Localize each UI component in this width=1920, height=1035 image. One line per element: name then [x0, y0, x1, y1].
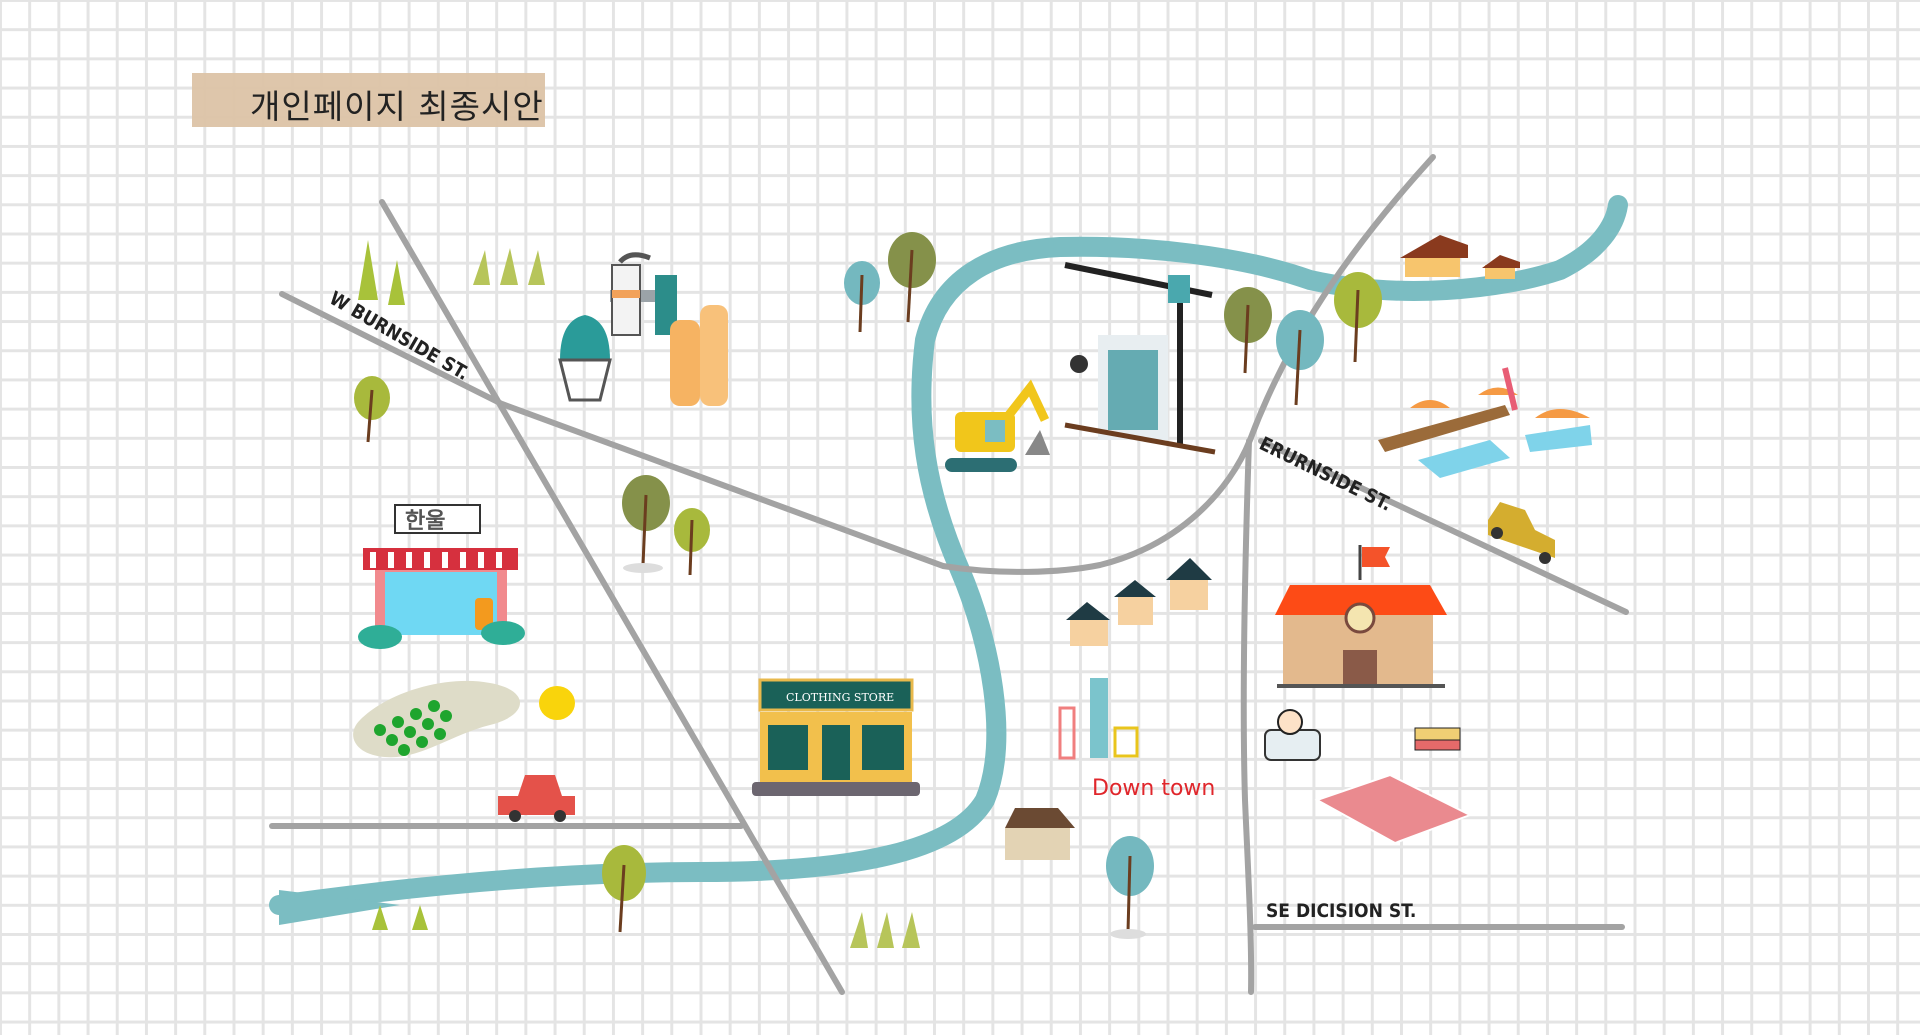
clothing-store-sign: CLOTHING STORE — [786, 691, 894, 704]
books-icon — [1414, 727, 1461, 751]
excavator-icon — [945, 379, 1050, 472]
tree-icon — [622, 475, 670, 573]
downtown-label: Down town — [1092, 776, 1215, 801]
tennis-court-icon — [1314, 773, 1473, 845]
tree-icon — [1106, 836, 1154, 939]
tree-icon — [1224, 287, 1272, 374]
downtown-buildings — [1058, 678, 1139, 760]
cosmetics-store: 한울 — [358, 504, 525, 649]
road-diagonal-west — [379, 199, 845, 995]
crops — [374, 700, 452, 756]
title-banner — [192, 73, 545, 127]
kid-icon — [1277, 709, 1303, 735]
road-vertical-east — [1240, 438, 1255, 995]
farm-field — [353, 680, 520, 758]
road-erurnside — [1258, 438, 1629, 615]
park-pool-icon — [1378, 367, 1592, 478]
brown-house-icon — [1005, 808, 1075, 860]
factory-icon — [558, 252, 728, 406]
river-mouth — [279, 890, 400, 925]
clothing-store: CLOTHING STORE — [752, 678, 920, 796]
tree-icon — [844, 261, 880, 333]
lemon-icon — [539, 686, 575, 720]
cosmetics-store-sign: 한울 — [405, 509, 445, 534]
tree-icon — [674, 508, 710, 576]
street-label-se-dicision: SE DICISION ST. — [1266, 900, 1416, 922]
tree-icon — [354, 376, 390, 443]
red-car-icon — [498, 775, 575, 822]
tree-icon — [1334, 272, 1382, 363]
tree-icon — [1276, 310, 1324, 406]
houses-icon — [1066, 235, 1520, 646]
trees — [354, 232, 1382, 948]
page-title: 개인페이지 최종시안 — [250, 87, 544, 126]
tree-icon — [602, 845, 646, 933]
street-label-erurnside: ERURNSIDE ST. — [1256, 433, 1395, 516]
river — [269, 195, 1628, 915]
school-icon — [1275, 545, 1447, 688]
construction-crane-icon — [1064, 262, 1216, 455]
road-w-burnside — [279, 154, 1436, 575]
tree-icon — [888, 232, 936, 323]
yellow-car-icon — [1488, 502, 1555, 564]
